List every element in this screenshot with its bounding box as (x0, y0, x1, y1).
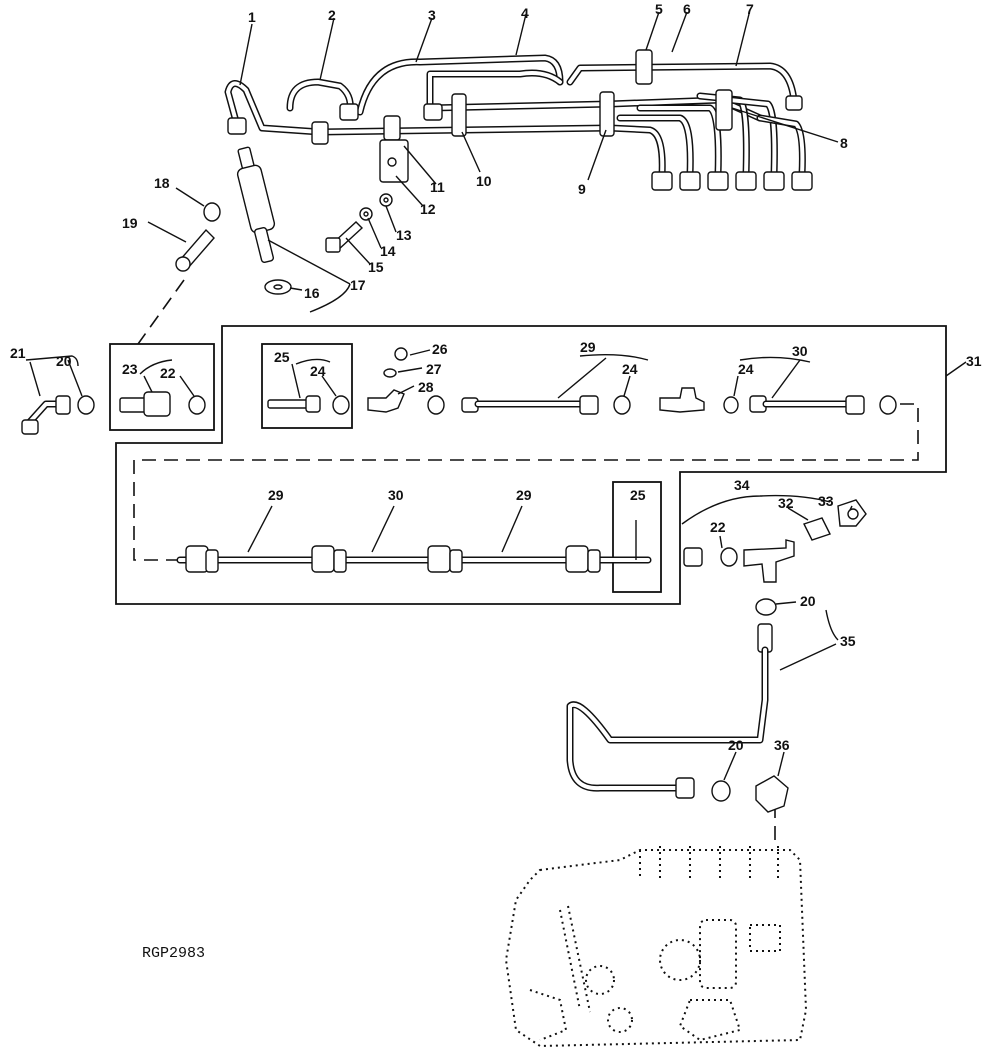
clamp-9 (599, 91, 615, 137)
callout-24: 24 (622, 361, 638, 377)
callout-14: 14 (380, 243, 396, 259)
callout-24: 24 (310, 363, 326, 379)
callout-4: 4 (521, 5, 529, 21)
callout-34: 34 (734, 477, 750, 493)
callout-2: 2 (328, 7, 336, 23)
callout-12: 12 (420, 201, 436, 217)
callout-13: 13 (396, 227, 412, 243)
callout-9: 9 (578, 181, 586, 197)
callout-33: 33 (818, 493, 834, 509)
injector-nozzle-17 (236, 146, 276, 264)
callout-21: 21 (10, 345, 26, 361)
clamp-8 (715, 89, 733, 131)
callout-27: 27 (426, 361, 442, 377)
callout-36: 36 (774, 737, 790, 753)
callout-25: 25 (630, 487, 646, 503)
return-pipe-parts (566, 598, 789, 813)
callout-1: 1 (248, 9, 256, 25)
callout-18: 18 (154, 175, 170, 191)
leader-lines (25, 11, 967, 781)
callout-16: 16 (304, 285, 320, 301)
callout-11: 11 (430, 179, 445, 195)
callout-17: 17 (350, 277, 366, 293)
callout-6: 6 (683, 1, 691, 17)
callout-26: 26 (432, 341, 448, 357)
callout-7: 7 (746, 1, 754, 17)
small-fasteners (175, 193, 393, 295)
callout-28: 28 (418, 379, 434, 395)
callout-25: 25 (274, 349, 290, 365)
callout-30: 30 (792, 343, 808, 359)
lower-chain-parts (176, 499, 867, 583)
callout-32: 32 (778, 495, 794, 511)
left-connector-parts (21, 391, 206, 435)
callout-20: 20 (56, 353, 72, 369)
callout-22: 22 (160, 365, 176, 381)
callout-29: 29 (516, 487, 532, 503)
callout-23: 23 (122, 361, 138, 377)
callout-24: 24 (738, 361, 754, 377)
callout-15: 15 (368, 259, 384, 275)
injection-lines-group (224, 49, 813, 191)
callout-20: 20 (728, 737, 744, 753)
callout-29: 29 (268, 487, 284, 503)
callout-31: 31 (966, 353, 982, 369)
callout-10: 10 (476, 173, 492, 189)
fuel-injection-pump-outline (504, 846, 808, 1048)
callout-labels: 1 2 3 4 5 6 7 8 9 10 11 12 13 14 15 16 1… (10, 1, 982, 962)
upper-chain-parts (267, 347, 897, 415)
callout-30: 30 (388, 487, 404, 503)
callout-29: 29 (580, 339, 596, 355)
callout-19: 19 (122, 215, 138, 231)
callout-22: 22 (710, 519, 726, 535)
clamp-10 (451, 93, 467, 137)
callout-20: 20 (800, 593, 816, 609)
callout-3: 3 (428, 7, 436, 23)
callout-5: 5 (655, 1, 663, 17)
clamp-5 (635, 49, 653, 85)
figure-reference-code: RGP2983 (142, 945, 205, 962)
callout-35: 35 (840, 633, 856, 649)
callout-8: 8 (840, 135, 848, 151)
